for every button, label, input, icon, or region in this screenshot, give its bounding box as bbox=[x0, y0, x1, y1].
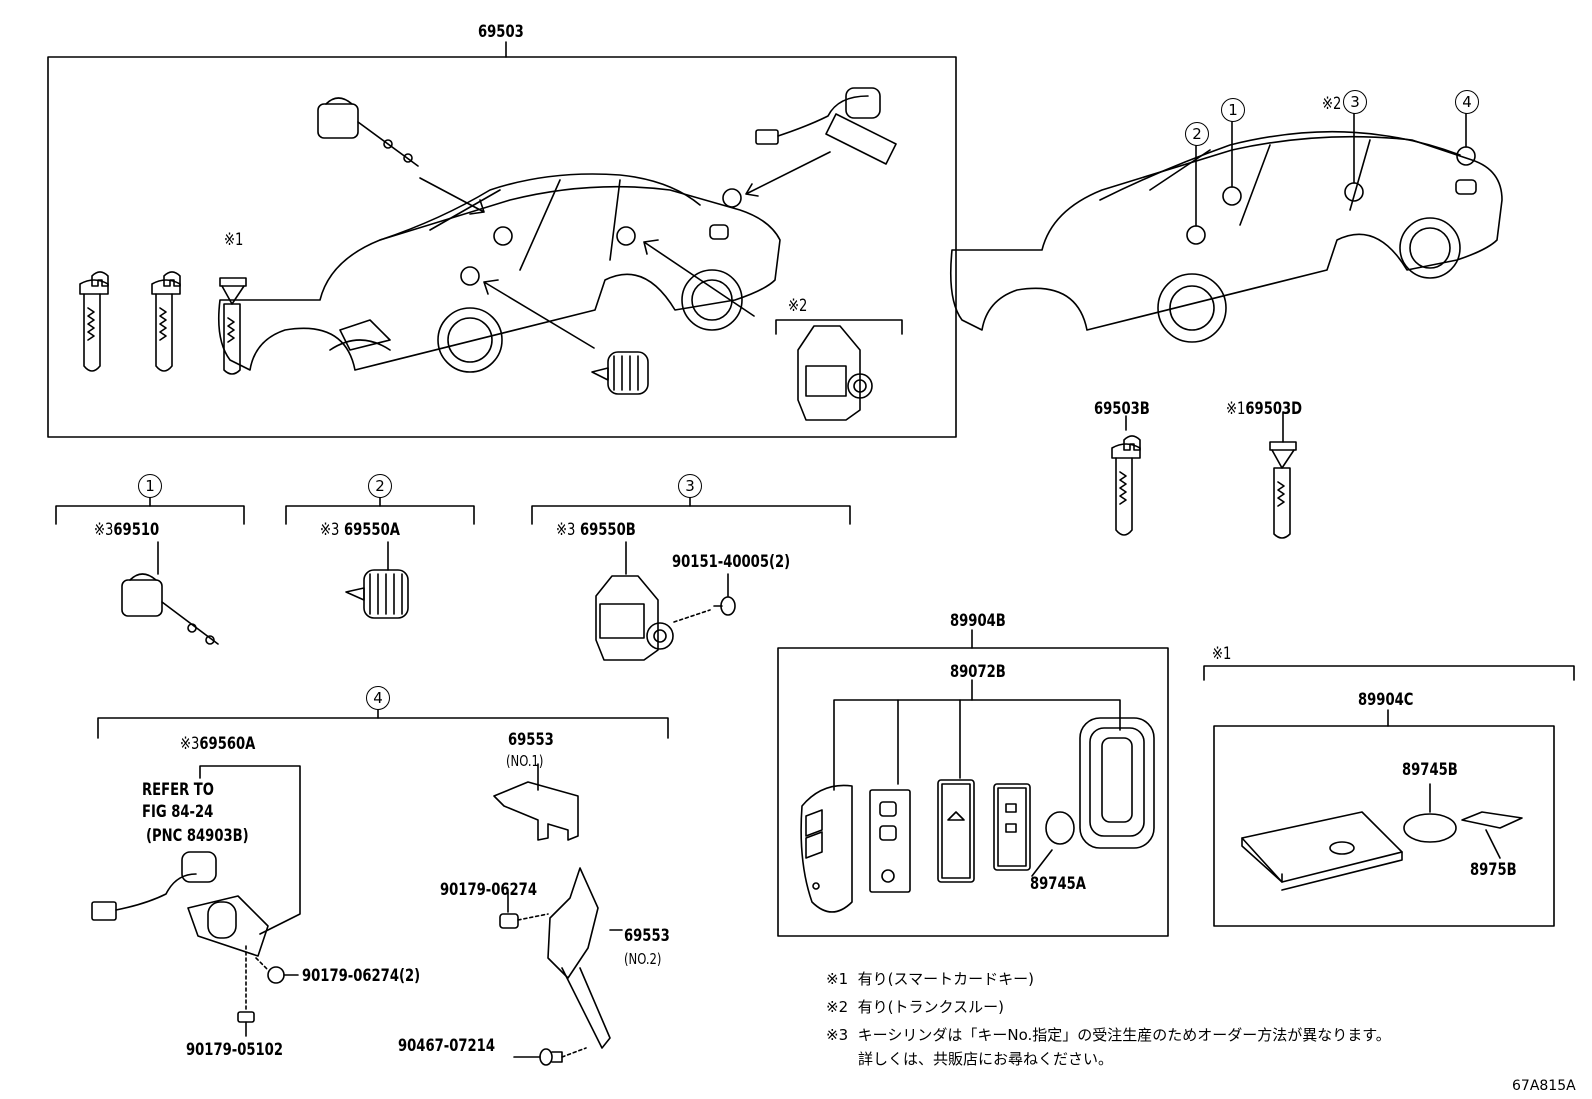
note-mark: ※1 bbox=[1226, 399, 1246, 419]
part-number-label: 89904C bbox=[1358, 690, 1414, 710]
coin-battery-icon bbox=[1045, 811, 1075, 845]
door-lock-cylinder-icon bbox=[121, 573, 219, 645]
note-text: 有り(スマートカードキー) bbox=[857, 970, 1034, 988]
part-number-label: (NO.2) bbox=[624, 950, 662, 968]
part-number-label: ※2 bbox=[788, 296, 808, 316]
part-number-label: ※2 bbox=[1322, 94, 1342, 114]
trunk-lock-bracket bbox=[775, 319, 903, 335]
part-number-label: ※369510 bbox=[94, 520, 159, 540]
note-text: キーシリンダは「キーNo.指定」の受注生産のためオーダー方法が異なります。 bbox=[857, 1026, 1391, 1044]
note-mark: ※3 bbox=[94, 520, 114, 540]
bracket-no2-icon bbox=[547, 867, 623, 1049]
part-number-label: 89904B bbox=[950, 611, 1006, 631]
part-number-label: 90179-06274 bbox=[440, 880, 537, 900]
trunk-switch-icon bbox=[91, 851, 269, 957]
car-illustration bbox=[217, 173, 781, 373]
bracket-no1-icon bbox=[493, 763, 579, 841]
part-number-label: 90467-07214 bbox=[398, 1036, 495, 1056]
key-icon bbox=[79, 271, 109, 372]
part-number-label: 89745B bbox=[1402, 760, 1458, 780]
car-illustration-right bbox=[949, 111, 1503, 343]
footnote-3-line2: 詳しくは、共販店にお尋ねください。 bbox=[858, 1050, 1114, 1068]
part-number-label: 69553 bbox=[508, 730, 554, 750]
smart-key-shell-icon bbox=[800, 784, 853, 913]
circuit-board-icon bbox=[937, 779, 975, 883]
film-sheet-icon bbox=[1461, 811, 1523, 859]
part-number-label: 90179-06274(2) bbox=[302, 966, 421, 986]
key-button-panel-icon bbox=[869, 789, 911, 893]
card-emergency-key-icon bbox=[219, 277, 247, 375]
part-number: 69550B bbox=[579, 520, 636, 540]
card-emergency-key-icon bbox=[1269, 411, 1297, 539]
part-number: 69503D bbox=[1245, 399, 1303, 419]
card-key-icon bbox=[1241, 811, 1403, 891]
nut-icon bbox=[499, 891, 549, 929]
part-number-label: ※369560A bbox=[180, 734, 255, 754]
callout-number: 3 bbox=[1343, 90, 1367, 114]
nut-icon bbox=[237, 945, 299, 1037]
part-number: 69510 bbox=[113, 520, 160, 540]
part-number-label: 90151-40005(2) bbox=[672, 552, 791, 572]
note-mark: ※2 bbox=[826, 998, 849, 1016]
part-number-label: 69553 bbox=[624, 926, 670, 946]
note-mark: ※3 bbox=[320, 520, 340, 540]
arrow-icon bbox=[419, 151, 831, 349]
callout-number: 1 bbox=[1221, 98, 1245, 122]
part-number-label: 69503 bbox=[478, 22, 524, 42]
part-number-label: ※169503D bbox=[1226, 399, 1302, 419]
key-icon bbox=[1111, 415, 1141, 536]
part-number-label: ※1 bbox=[224, 230, 244, 250]
part-number-label: ※1 bbox=[1212, 644, 1232, 664]
callout-number: 2 bbox=[368, 474, 392, 498]
door-lock-cylinder-icon bbox=[317, 97, 419, 167]
reference-label: FIG 84-24 bbox=[142, 802, 214, 822]
part-number: 69550A bbox=[343, 520, 400, 540]
part-number-label: 69503B bbox=[1094, 399, 1150, 419]
note-mark: ※3 bbox=[180, 734, 200, 754]
smart-key-box bbox=[777, 629, 1169, 937]
footnote-2: ※2 有り(トランクスルー) bbox=[826, 996, 1004, 1017]
part-number-label: ※3 69550A bbox=[320, 520, 400, 540]
reference-label: REFER TO bbox=[142, 780, 214, 800]
part-number-label: 89072B bbox=[950, 662, 1006, 682]
callout-number: 2 bbox=[1185, 122, 1209, 146]
card-key-bracket bbox=[1203, 665, 1575, 927]
figure-code: 67A815A bbox=[1512, 1078, 1576, 1094]
key-cover-icon bbox=[1079, 717, 1155, 849]
part-number-label: 89745A bbox=[1030, 874, 1086, 894]
callout-number: 4 bbox=[1455, 90, 1479, 114]
trunk-switch-icon bbox=[755, 87, 897, 165]
screw-icon bbox=[713, 596, 736, 616]
coin-battery-icon bbox=[1403, 783, 1457, 843]
note-text: 有り(トランクスルー) bbox=[857, 998, 1004, 1016]
callout-number: 1 bbox=[138, 474, 162, 498]
footnote-1: ※1 有り(スマートカードキー) bbox=[826, 968, 1034, 989]
section-bracket-3 bbox=[531, 493, 851, 597]
bolt-icon bbox=[513, 1047, 587, 1066]
footnote-3: ※3 キーシリンダは「キーNo.指定」の受注生産のためオーダー方法が異なります。 bbox=[826, 1024, 1391, 1045]
callout-number: 4 bbox=[366, 686, 390, 710]
key-icon bbox=[151, 271, 181, 372]
trunk-lock-icon bbox=[595, 575, 711, 661]
part-number-label: 90179-05102 bbox=[186, 1040, 283, 1060]
ignition-cylinder-icon bbox=[591, 351, 649, 395]
circuit-board-icon bbox=[993, 783, 1031, 871]
assembly-box-69503 bbox=[47, 41, 957, 438]
note-mark: ※3 bbox=[826, 1026, 849, 1044]
reference-label: (PNC 84903B) bbox=[146, 826, 249, 846]
part-number-label: ※3 69550B bbox=[556, 520, 636, 540]
part-number-label: (NO.1) bbox=[506, 752, 544, 770]
note-mark: ※1 bbox=[826, 970, 849, 988]
callout-number: 3 bbox=[678, 474, 702, 498]
note-mark: ※3 bbox=[556, 520, 576, 540]
part-number-label: 8975B bbox=[1470, 860, 1517, 880]
trunk-lock-icon bbox=[797, 325, 873, 421]
part-number: 69560A bbox=[199, 734, 256, 754]
ignition-cylinder-icon bbox=[345, 569, 409, 619]
